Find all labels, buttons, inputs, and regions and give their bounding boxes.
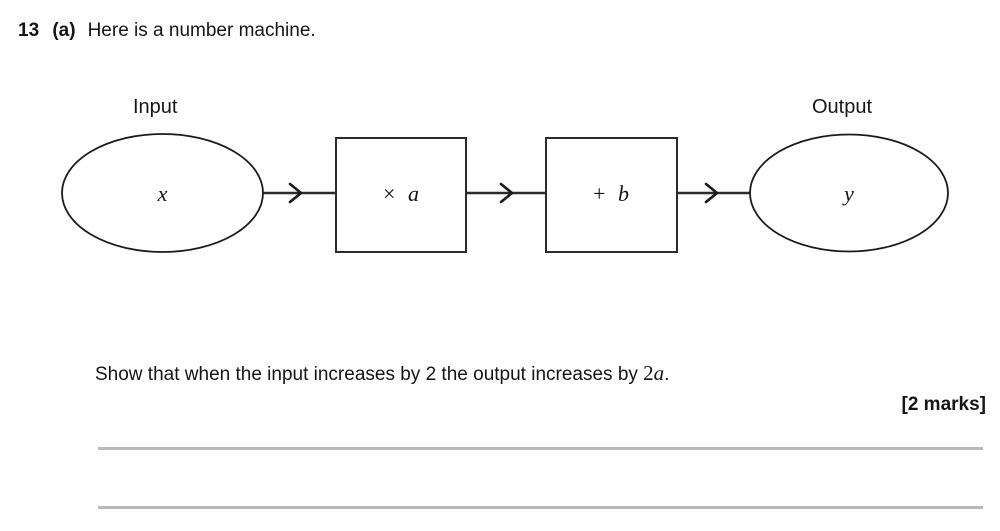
multiply-symbol: × xyxy=(383,181,395,206)
arrow-right-icon xyxy=(499,182,515,204)
add-symbol: + xyxy=(593,181,605,206)
marks-allocation: [2 marks] xyxy=(901,394,987,415)
add-operand: b xyxy=(618,181,629,206)
answer-line[interactable] xyxy=(98,506,983,509)
input-label: Input xyxy=(133,96,178,118)
output-label: Output xyxy=(812,96,873,118)
show-that-statement: Show that when the input increases by 2 … xyxy=(95,361,669,386)
output-variable: y xyxy=(842,181,854,206)
question-number: 13 xyxy=(18,20,40,41)
statement-text-before: Show that when the input increases by 2 … xyxy=(95,364,644,385)
answer-line[interactable] xyxy=(98,447,983,450)
statement-text-after: . xyxy=(664,364,670,385)
question-header: 13 (a) Here is a number machine. xyxy=(18,20,316,42)
operation-box-multiply xyxy=(335,137,467,253)
output-ellipse xyxy=(749,133,949,253)
number-machine-diagram: Input Output x × a + xyxy=(0,80,1000,270)
arrow-right-icon xyxy=(704,182,720,204)
operation-add-label: + b xyxy=(593,181,629,206)
arrow-right-icon xyxy=(288,182,304,204)
operation-box-add xyxy=(545,137,678,253)
multiply-operand: a xyxy=(408,181,419,206)
input-ellipse xyxy=(61,133,264,253)
statement-variable: a xyxy=(653,361,665,385)
operation-multiply-label: × a xyxy=(383,181,419,206)
statement-coefficient: 2 xyxy=(643,361,654,385)
input-variable: x xyxy=(157,181,168,206)
flow-diagram-canvas: x × a + b y xyxy=(61,133,949,253)
question-prompt: Here is a number machine. xyxy=(87,20,316,41)
question-part-label: (a) xyxy=(52,20,76,41)
